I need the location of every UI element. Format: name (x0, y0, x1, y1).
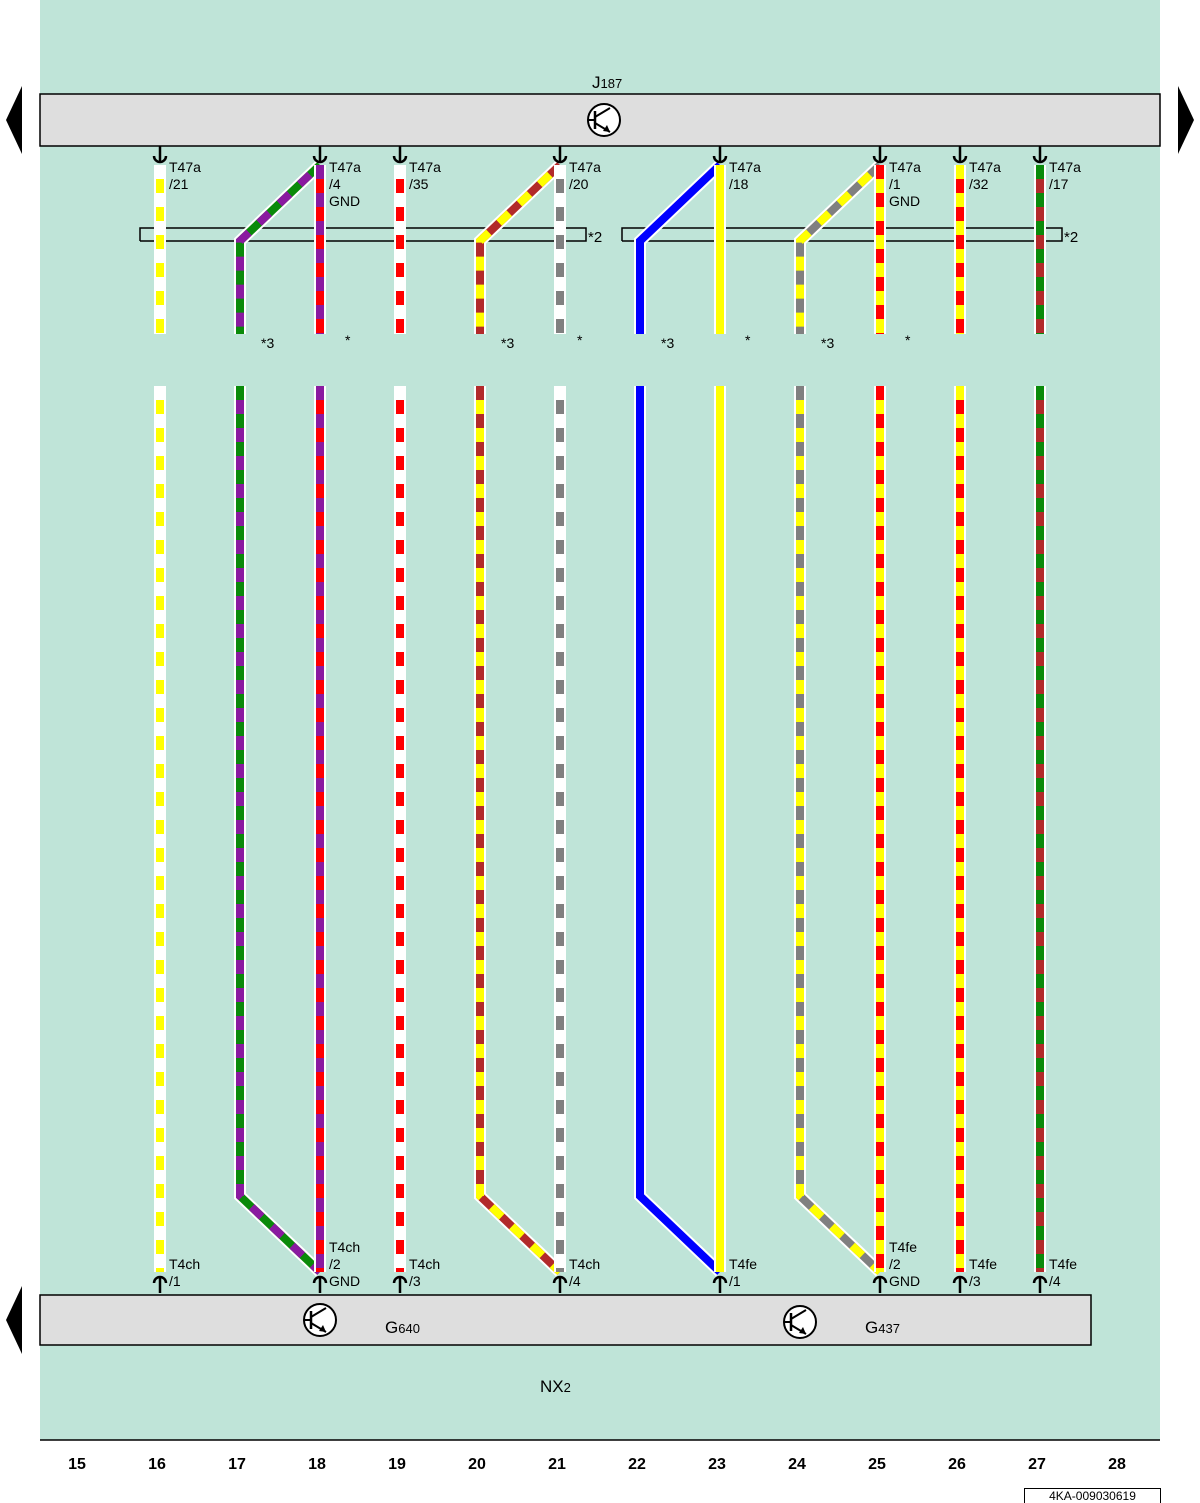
transistor-icon (303, 1303, 337, 1337)
column-number: 26 (948, 1456, 966, 1473)
component-j187[interactable]: J187 (39, 73, 1161, 147)
wire-w24-stripe-1 (796, 386, 883, 1275)
diagram-background (40, 0, 1160, 1440)
bottom-pin-label-b1: T4ch/1 (169, 1256, 200, 1289)
pin-connector-icon (1032, 1275, 1048, 1293)
bottom-pin-label-b3: T4ch/3 (409, 1256, 440, 1289)
top-pin-label-t35: T47a/35 (409, 159, 441, 192)
component-g640-g437[interactable]: G640 G437 (39, 1294, 1092, 1346)
bottom-pin-label-b7: T4fe/3 (969, 1256, 997, 1289)
page-back-arrow-icon[interactable] (6, 86, 22, 154)
wire-mark-w25: * (905, 332, 911, 348)
component-j187-label: J187 (592, 73, 622, 92)
wire-w17-stripe-1 (236, 386, 323, 1275)
column-number: 24 (788, 1456, 806, 1473)
wire-w17-stripe-0 (236, 162, 323, 334)
column-number: 19 (388, 1456, 406, 1473)
component-g-box (39, 1294, 1092, 1346)
column-number: 16 (148, 1456, 166, 1473)
component-g437-label: G437 (865, 1318, 900, 1337)
wire-w20-stripe-1 (476, 386, 563, 1275)
column-number: 25 (868, 1456, 886, 1473)
transistor-icon (783, 1305, 817, 1339)
pin-connector-icon (312, 1275, 328, 1293)
wire-w20-stripe-0 (476, 162, 563, 334)
bottom-pin-label-b8: T4fe/4 (1049, 1256, 1077, 1289)
document-id: 4KA-009030619 (1024, 1488, 1161, 1503)
pin-connector-icon (392, 1275, 408, 1293)
wire-w22-base-0 (636, 162, 723, 334)
svg-text:*2: *2 (1064, 229, 1078, 246)
column-number: 18 (308, 1456, 326, 1473)
column-number: 21 (548, 1456, 566, 1473)
pin-connector-icon (152, 146, 168, 164)
column-number: 17 (228, 1456, 246, 1473)
bottom-pin-label-b5: T4fe/1 (729, 1256, 757, 1289)
column-number: 28 (1108, 1456, 1126, 1473)
wire-mark-w20: *3 (501, 335, 514, 351)
pin-connector-icon (872, 146, 888, 164)
pin-connector-icon (872, 1275, 888, 1293)
wire-w17 (234, 160, 325, 1277)
wire-mark-w17: *3 (261, 335, 274, 351)
pin-connector-icon (392, 146, 408, 164)
wire-marks: *3 * *3 * *3 * *3 * (261, 332, 911, 351)
column-number: 15 (68, 1456, 86, 1473)
pin-connector-icon (1032, 146, 1048, 164)
wire-w24 (794, 160, 885, 1277)
transistor-icon (587, 103, 621, 137)
shield-bracket-right: *2 (621, 227, 1078, 246)
top-pin-label-t20: T47a/20 (569, 159, 601, 192)
wire-w20 (474, 160, 565, 1277)
wire-mark-w23: * (745, 332, 751, 348)
column-number: 22 (628, 1456, 646, 1473)
wire-mark-w22: *3 (661, 335, 674, 351)
pin-connector-icon (312, 146, 328, 164)
pin-connector-icon (552, 146, 568, 164)
column-number: 20 (468, 1456, 486, 1473)
pin-connector-icon (952, 146, 968, 164)
column-number: 27 (1028, 1456, 1046, 1473)
pin-connector-icon (152, 1275, 168, 1293)
wire-mark-w24: *3 (821, 335, 834, 351)
column-number: 23 (708, 1456, 726, 1473)
page-back-arrow-icon-bottom[interactable] (6, 1286, 22, 1354)
column-numbers: 15 16 17 18 19 20 21 22 23 24 25 26 27 28 (68, 1456, 1126, 1473)
wire-w22 (634, 160, 725, 1277)
harness-nx2-label: NX2 (540, 1377, 571, 1396)
wire-mark-w21: * (577, 332, 583, 348)
svg-text:*2: *2 (588, 229, 602, 246)
component-g640-label: G640 (385, 1318, 420, 1337)
top-pin-label-t21: T47a/21 (169, 159, 201, 192)
pin-connector-icon (712, 1275, 728, 1293)
page-forward-arrow-icon[interactable] (1178, 86, 1194, 154)
wire-w24-stripe-0 (796, 162, 883, 334)
pin-connector-icon (712, 146, 728, 164)
top-pin-label-t18: T47a/18 (729, 159, 761, 192)
wires (154, 160, 1046, 1277)
top-pin-label-t17: T47a/17 (1049, 159, 1081, 192)
shield-bracket-left: *2 (139, 227, 602, 246)
top-pin-label-t32: T47a/32 (969, 159, 1001, 192)
pin-connector-icon (952, 1275, 968, 1293)
pin-connector-icon (552, 1275, 568, 1293)
wire-mark-w18: * (345, 332, 351, 348)
wire-w22-base-1 (636, 386, 723, 1275)
bottom-pin-label-b4: T4ch/4 (569, 1256, 600, 1289)
